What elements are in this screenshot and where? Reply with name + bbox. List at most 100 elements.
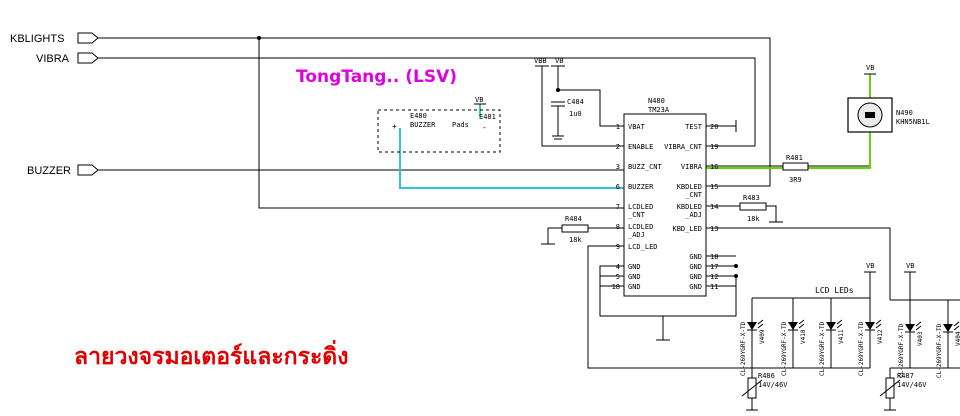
led-part: CL-269YGRF-X-TD [740,321,747,376]
r483-value: 18k [747,215,760,223]
pin-name: VBAT [628,123,646,131]
ic-part: TM23A [648,106,670,114]
motor-ref: N490 [896,109,913,117]
ic-left-pin: _ADJ [628,231,645,239]
pin-name: GND [689,253,702,261]
led-part: CL-269YGRF-X-TD [819,321,826,376]
resistor-r483: R483 18k [739,194,767,223]
pin-name: GND [689,273,702,281]
led-ref: V404 [955,331,960,346]
pin-name: KBDLED [677,183,702,191]
ic-left-pin: 4 GND [616,263,641,271]
pin-number: 18 [710,253,718,261]
pin-name: GND [628,263,641,271]
port-kblights: KBLIGHTS [10,32,99,45]
pin-number: 1 [616,123,620,131]
pin-name: _ADJ [685,211,702,219]
e480-minus: - [482,123,487,132]
r487-ref: R487 [897,372,914,380]
e480-ref: E480 [410,112,427,120]
lcd-leds-label: LCD LEDs [815,286,854,295]
ic-right-pin: 15 KBDLED [677,183,719,191]
power-vb: VB [551,57,565,67]
pin-number: 15 [710,183,718,191]
led-diode: V412 CL-269YGRF-X-TD [858,298,884,376]
e480-name: BUZZER [410,121,436,129]
pin-number: 19 [710,143,718,151]
vibra-trace [706,132,871,169]
resistor-r486: R486 14V/46V [741,368,788,411]
e481-ref: E481 [479,113,496,121]
ic-left-pin: 8 LCDLED [616,223,654,231]
e480-plus: + [392,122,397,131]
r481-ref: R481 [786,154,803,162]
pin-number: 9 [616,243,620,251]
ic-left-pin: 9 LCD_LED [616,243,658,251]
port-vibra: VIBRA [36,52,99,65]
r486-ref: R486 [758,372,775,380]
resistor-r487: R487 14V/46V [879,368,927,411]
led-ref: V412 [877,329,884,344]
r487-value: 14V/46V [897,381,927,389]
pin-name: KBDLED [677,203,702,211]
ic-ref: N480 [648,97,665,105]
ic-left-pin: _CNT [628,211,646,219]
pin-number: 5 [616,273,620,281]
pin-number: 17 [710,263,718,271]
r484-value: 18k [569,236,582,244]
pin-number: 20 [710,123,718,131]
pin-number: 18 [612,283,620,291]
led-part: CL-269YGRF-X-TD [781,321,788,376]
pin-number: 8 [616,223,620,231]
pin-number: 3 [616,163,620,171]
ic-right-pin: 17 GND [689,263,718,271]
ic-left-pin: 1 VBAT [616,123,646,131]
pin-name: _ADJ [628,231,645,239]
pin-name: GND [689,263,702,271]
pin-name: LCDLED [628,223,653,231]
lcd-vb-label: VB [866,262,874,270]
led-part: CL-269YGRF-X-TD [858,321,865,376]
thai-caption: ลายวงจรมอเตอร์และกระดิ่ง [74,339,348,370]
kbd-vb-label: VB [906,262,914,270]
resistor-r484: R484 18k [561,215,589,244]
pin-name: VIBRA_CNT [664,143,703,151]
wires [98,36,891,369]
r486-value: 14V/46V [758,381,788,389]
port-vibra-label: VIBRA [36,53,70,65]
pin-name: GND [628,273,641,281]
r483-ref: R483 [743,194,760,202]
ic-right-pin: _CNT [685,191,703,199]
ic-right-pins: 20TEST19VIBRA_CNT16VIBRA15KBDLED_CNT14KB… [664,123,718,291]
pin-name: GND [628,283,641,291]
ic-right-pin: 18 GND [689,253,718,261]
vibra-motor-n490: VB N490 KHN5NB1L [847,64,930,133]
pin-name: TEST [685,123,703,131]
pin-number: 7 [616,203,620,211]
pin-number: 14 [710,203,718,211]
ic-left-pin: 5 GND [616,273,641,281]
led-part: CL-269YGRF-X-TD [898,323,905,378]
resistor-r481: R481 3R9 [782,154,809,184]
port-buzzer-label: BUZZER [27,165,71,177]
port-buzzer: BUZZER [27,164,99,177]
pin-name: LCD_LED [628,243,658,251]
pin-number: 4 [616,263,620,271]
buzzer-e480: E480 BUZZER Pads E481 + - VB [377,96,501,153]
ic-right-pin: 19 VIBRA_CNT [664,143,718,151]
pin-name: ENABLE [628,143,653,151]
port-kblights-label: KBLIGHTS [10,33,64,45]
pin-number: 11 [710,283,718,291]
